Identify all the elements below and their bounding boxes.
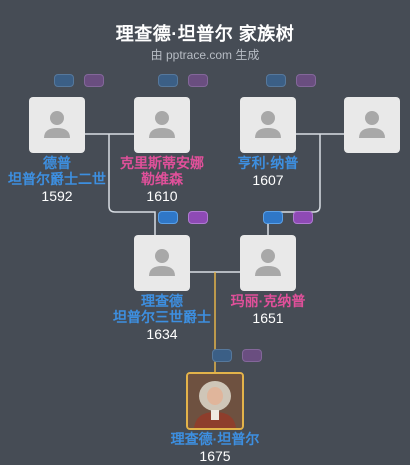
branch-couple-2 bbox=[267, 134, 321, 235]
person-silhouette-icon bbox=[149, 111, 175, 138]
person-name-p5: 理查德 bbox=[141, 293, 183, 309]
person-name-p3: 亨利·纳普 bbox=[237, 155, 299, 171]
page-title: 理查德·坦普尔 家族树 bbox=[115, 24, 295, 44]
person-year-p3: 1607 bbox=[252, 172, 284, 188]
add-father-button[interactable] bbox=[158, 211, 178, 224]
add-mother-button[interactable] bbox=[293, 211, 313, 224]
person-year-p7: 1675 bbox=[199, 448, 231, 464]
add-father-button[interactable] bbox=[54, 74, 74, 87]
add-father-button[interactable] bbox=[266, 74, 286, 87]
person-name-p1-line2: 坦普尔爵士二世 bbox=[8, 171, 106, 187]
add-mother-button[interactable] bbox=[188, 74, 208, 87]
person-silhouette-icon bbox=[44, 111, 70, 138]
person-year-p1: 1592 bbox=[41, 188, 73, 204]
person-year-p6: 1651 bbox=[252, 310, 284, 326]
person-name-p5-line2: 坦普尔三世爵士 bbox=[113, 309, 211, 325]
person-card-p1[interactable] bbox=[29, 97, 85, 153]
person-name-p6: 玛丽·克纳普 bbox=[230, 293, 306, 309]
add-mother-button[interactable] bbox=[296, 74, 316, 87]
branch-couple-1 bbox=[108, 134, 156, 235]
person-name-p2-line2: 勒维森 bbox=[141, 171, 183, 187]
person-year-p5: 1634 bbox=[146, 326, 178, 342]
person-card-p2[interactable] bbox=[134, 97, 190, 153]
person-silhouette-icon bbox=[359, 111, 385, 138]
person-name-p7: 理查德·坦普尔 bbox=[170, 431, 260, 447]
person-name-p2: 克里斯蒂安娜 bbox=[120, 155, 204, 171]
person-year-p2: 1610 bbox=[146, 188, 178, 204]
add-mother-button[interactable] bbox=[242, 349, 262, 362]
add-mother-button[interactable] bbox=[188, 211, 208, 224]
person-card-p7[interactable] bbox=[186, 372, 244, 430]
person-card-p3[interactable] bbox=[240, 97, 296, 153]
person-silhouette-icon bbox=[255, 249, 281, 276]
person-card-p6[interactable] bbox=[240, 235, 296, 291]
person-silhouette-icon bbox=[255, 111, 281, 138]
person-name-p1: 德普 bbox=[43, 155, 71, 171]
page-subtitle: 由 pptrace.com 生成 bbox=[150, 48, 260, 62]
add-father-button[interactable] bbox=[212, 349, 232, 362]
person-card-p5[interactable] bbox=[134, 235, 190, 291]
person-card-p4[interactable] bbox=[344, 97, 400, 153]
add-mother-button[interactable] bbox=[84, 74, 104, 87]
portrait-image bbox=[188, 374, 242, 428]
add-father-button[interactable] bbox=[263, 211, 283, 224]
person-silhouette-icon bbox=[149, 249, 175, 276]
add-father-button[interactable] bbox=[158, 74, 178, 87]
